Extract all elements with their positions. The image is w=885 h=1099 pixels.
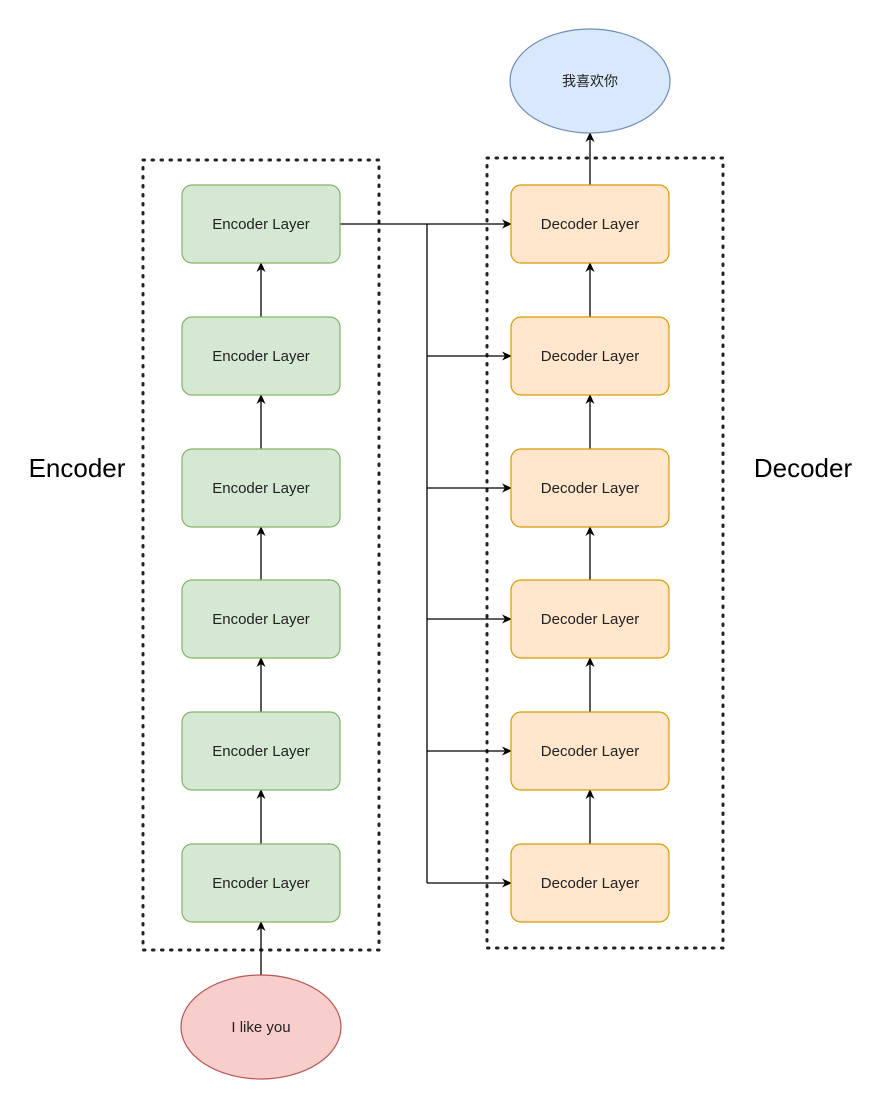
decoder-layer-5-label: Decoder Layer: [541, 348, 639, 365]
encoder-layer-5[interactable]: Encoder Layer: [181, 316, 341, 396]
encoder-layer-2-label: Encoder Layer: [212, 743, 310, 760]
decoder-layer-4-label: Decoder Layer: [541, 480, 639, 497]
edges: [256, 132, 595, 975]
decoder-layer-5[interactable]: Decoder Layer: [510, 316, 670, 396]
encoder-layer-3-box: [181, 579, 341, 659]
input-ellipse: [180, 974, 342, 1080]
encoder-layer-1-box: [181, 843, 341, 923]
encoder-layer-5-box: [181, 316, 341, 396]
decoder-layer-2-box: [510, 711, 670, 791]
decoder-layer-6[interactable]: Decoder Layer: [510, 184, 670, 264]
encoder-layer-1-label: Encoder Layer: [212, 875, 310, 892]
decoder-layer-4-box: [510, 448, 670, 528]
output-ellipse: [509, 28, 671, 134]
encoder-title: Encoder: [29, 453, 126, 483]
encoder-layer-6-box: [181, 184, 341, 264]
decoder-layer-1-label: Decoder Layer: [541, 875, 639, 892]
decoder-layer-2[interactable]: Decoder Layer: [510, 711, 670, 791]
decoder-title: Decoder: [754, 453, 853, 483]
decoder-layer-6-box: [510, 184, 670, 264]
decoder-layer-3-label: Decoder Layer: [541, 611, 639, 628]
encoder-layer-5-label: Encoder Layer: [212, 348, 310, 365]
encoder-layer-4-label: Encoder Layer: [212, 480, 310, 497]
encoder-layer-3[interactable]: Encoder Layer: [181, 579, 341, 659]
output-label: 我喜欢你: [562, 74, 618, 90]
encoder-layer-1[interactable]: Encoder Layer: [181, 843, 341, 923]
encoder-layer-4[interactable]: Encoder Layer: [181, 448, 341, 528]
decoder-layer-1[interactable]: Decoder Layer: [510, 843, 670, 923]
decoder-layer-3-box: [510, 579, 670, 659]
decoder-layer-1-box: [510, 843, 670, 923]
encoder-layer-3-label: Encoder Layer: [212, 611, 310, 628]
decoder-layer-4[interactable]: Decoder Layer: [510, 448, 670, 528]
input-node[interactable]: I like you: [180, 974, 342, 1080]
decoder-layer-3[interactable]: Decoder Layer: [510, 579, 670, 659]
encoder-layer-2[interactable]: Encoder Layer: [181, 711, 341, 791]
encoder-layer-2-box: [181, 711, 341, 791]
decoder-layer-5-box: [510, 316, 670, 396]
input-label: I like you: [231, 1019, 290, 1036]
encoder-layer-6-label: Encoder Layer: [212, 216, 310, 233]
encoder-layer-4-box: [181, 448, 341, 528]
decoder-layer-2-label: Decoder Layer: [541, 743, 639, 760]
output-node[interactable]: 我喜欢你: [509, 28, 671, 134]
encoder-layer-6[interactable]: Encoder Layer: [181, 184, 341, 264]
decoder-group-border: [485, 156, 725, 950]
decoder-layer-6-label: Decoder Layer: [541, 216, 639, 233]
